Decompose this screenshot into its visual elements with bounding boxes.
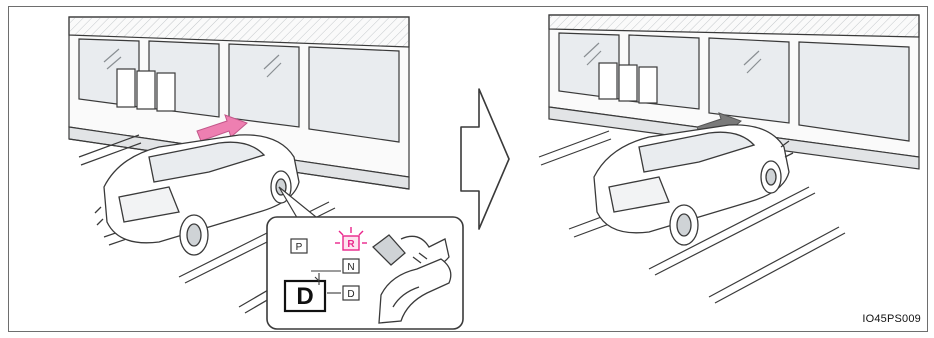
callout-pointer [279, 187, 321, 221]
left-scene: P R N D D [69, 17, 463, 329]
illustration: P R N D D [9, 7, 928, 332]
shift-p-label: P [296, 242, 303, 253]
shift-n-label: N [347, 262, 354, 273]
direction-arrow-icon [461, 89, 509, 229]
car-right [594, 125, 793, 245]
shift-d-label: D [347, 289, 354, 300]
big-d-label: D [296, 283, 313, 310]
figure-frame: P R N D D [8, 6, 928, 332]
right-scene [539, 15, 919, 303]
figure-code: IO45PS009 [862, 313, 921, 325]
shift-r-label: R [347, 239, 355, 250]
shift-inset: P R N D D [267, 217, 463, 329]
